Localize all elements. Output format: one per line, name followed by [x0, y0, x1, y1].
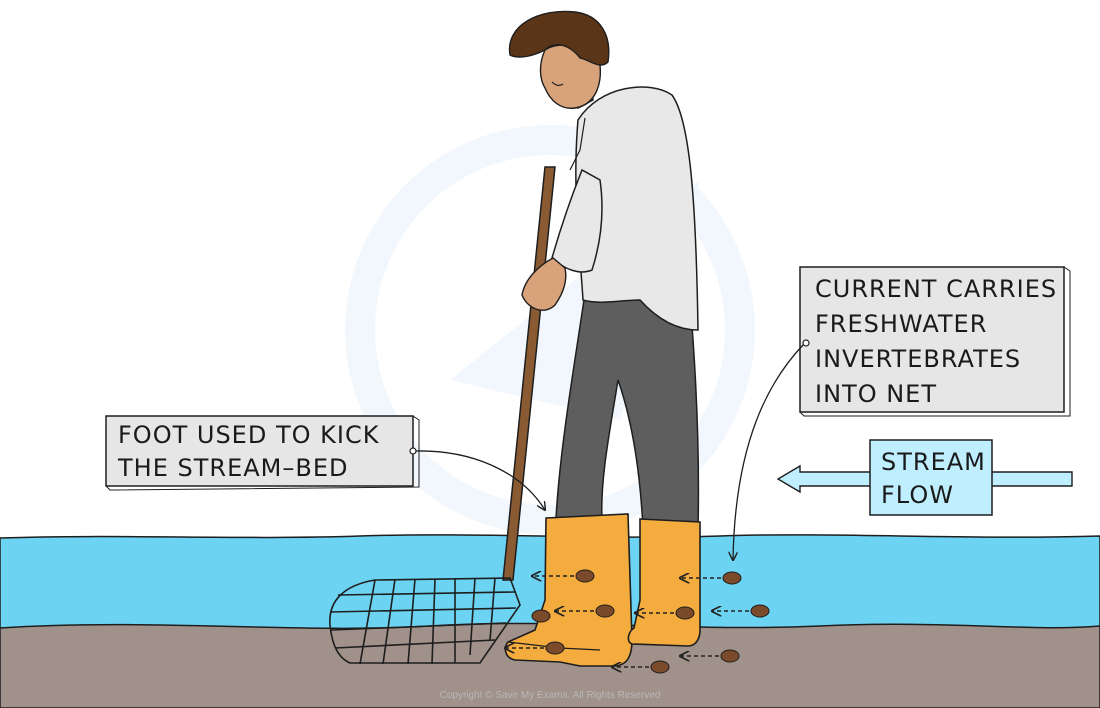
person-head: [508, 10, 610, 110]
foot-label-line2: THE STREAM–BED: [117, 454, 348, 482]
invertebrate-dot-icon: [531, 609, 551, 623]
flow-label-line2: FLOW: [881, 481, 954, 509]
invertebrates: [531, 569, 770, 674]
invertebrate-dot-icon: [575, 569, 595, 583]
invertebrate-dot-icon: [650, 660, 670, 674]
copyright-text: Copyright © Save My Exams. All Rights Re…: [440, 690, 661, 701]
current-label-line3: INVERTEBRATES: [815, 345, 1021, 373]
stream-flow-indicator: STREAM FLOW: [776, 439, 1073, 516]
flow-label-line1: STREAM: [881, 448, 986, 476]
invertebrate-dot-icon: [750, 604, 770, 618]
current-pointer-arrow: [733, 344, 804, 560]
person-shirt: [551, 86, 699, 331]
kick-net-icon: [329, 577, 521, 665]
foot-pointer-arrow: [415, 450, 545, 510]
current-label-line4: INTO NET: [815, 380, 937, 408]
current-label-line2: FRESHWATER: [815, 310, 987, 338]
current-label-line1: CURRENT CARRIES: [815, 275, 1057, 303]
invertebrate-dot-icon: [720, 649, 740, 663]
foot-label: FOOT USED TO KICK THE STREAM–BED: [105, 415, 545, 510]
invertebrate-dot-icon: [545, 641, 565, 655]
person-trousers: [555, 299, 700, 531]
invertebrate-dot-icon: [722, 571, 742, 585]
current-label: CURRENT CARRIES FRESHWATER INVERTEBRATES…: [733, 266, 1071, 560]
invertebrate-dot-icon: [675, 606, 695, 620]
foot-label-line1: FOOT USED TO KICK: [118, 421, 380, 449]
person-hand: [521, 257, 567, 311]
movement-arrows: [505, 576, 749, 667]
invertebrate-dot-icon: [595, 604, 615, 618]
